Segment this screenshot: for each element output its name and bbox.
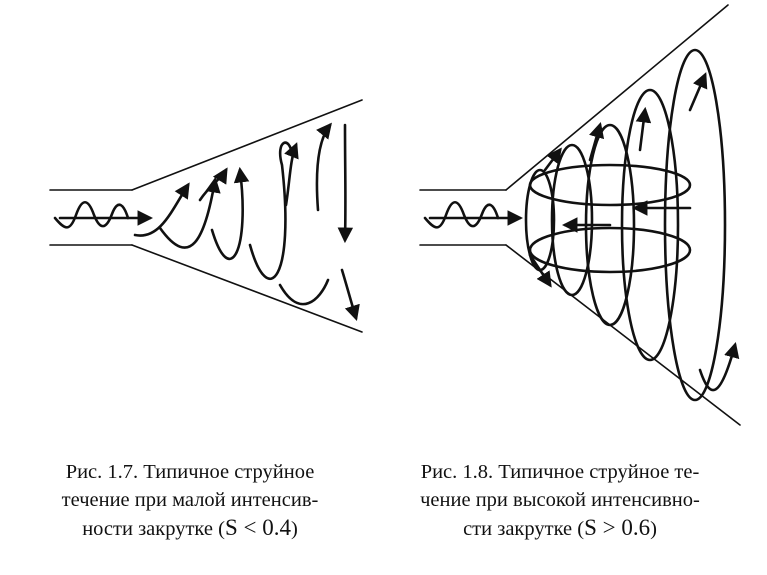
- caption-line: чение при высокой интенсивно-: [420, 489, 700, 511]
- recirculation-loop-bottom: [528, 226, 692, 274]
- formula: S < 0.4: [224, 515, 291, 540]
- swirl-loop: [158, 176, 221, 249]
- swirl-loop: [315, 122, 332, 212]
- swirl-arrow: [698, 341, 740, 392]
- caption-line: ности закрутке (S < 0.4): [30, 514, 350, 543]
- figure-caption-1-7: Рис. 1.7. Типичное струйное течение при …: [30, 458, 350, 543]
- swirl-loop: [210, 166, 250, 261]
- caption-line: Рис. 1.8. Типичное струйное те-: [420, 461, 700, 483]
- caption-line: течение при малой интенсив-: [61, 489, 319, 511]
- swirl-loop: [248, 141, 294, 280]
- swirl-loop: [550, 143, 594, 297]
- figure-caption-1-8: Рис. 1.8. Типичное струйное те- чение пр…: [385, 458, 735, 543]
- swirl-arrow: [543, 147, 562, 172]
- swirl-loop: [198, 167, 228, 202]
- inflow-swirl: [423, 200, 500, 229]
- swirl-arrow: [588, 122, 605, 162]
- caption-paren: ): [650, 518, 657, 540]
- high-swirl-jet-diagram: [419, 4, 741, 426]
- cone-boundary-top: [131, 99, 363, 191]
- caption-line: Рис. 1.7. Типичное струйное: [65, 461, 315, 483]
- swirl-loop: [620, 88, 680, 362]
- caption-text: сти закрутке (: [463, 518, 585, 540]
- swirl-arrow: [688, 72, 708, 112]
- swirl-arrow: [528, 253, 552, 288]
- low-swirl-jet-diagram: [49, 99, 363, 333]
- caption-paren: ): [290, 518, 298, 540]
- formula: S > 0.6: [584, 515, 651, 540]
- swirl-loop: [133, 182, 190, 237]
- inflow-swirl: [53, 200, 130, 229]
- cone-boundary-bottom: [131, 244, 363, 333]
- swirl-loop: [663, 48, 727, 402]
- swirl-arrow: [635, 106, 652, 152]
- recirculation-loop-top: [528, 163, 692, 207]
- swirl-loop: [278, 278, 330, 306]
- swirl-loop: [340, 268, 360, 321]
- caption-line: сти закрутке (S > 0.6): [385, 514, 735, 543]
- cone-boundary-top: [505, 4, 729, 191]
- swirl-loop: [284, 142, 299, 207]
- caption-text: ности закрутке (: [82, 518, 225, 540]
